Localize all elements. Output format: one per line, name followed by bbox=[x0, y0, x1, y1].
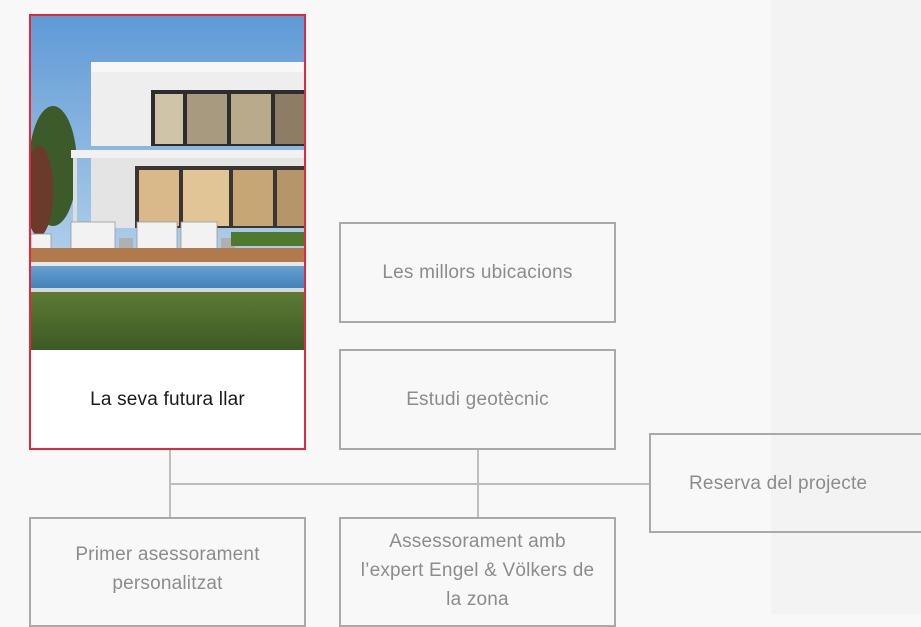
step-first-advice[interactable]: Primer asessorament personalitzat bbox=[29, 517, 306, 627]
step-label: Estudi geotècnic bbox=[406, 389, 549, 410]
step-label: La seva futura llar bbox=[90, 388, 245, 410]
connector-lines bbox=[169, 449, 650, 518]
step-label: Les millors ubicacions bbox=[382, 262, 573, 283]
step-label: Assessorament amb l’expert Engel & Völke… bbox=[360, 531, 595, 610]
villa-photo bbox=[31, 16, 304, 350]
step-expert-advice[interactable]: Assessorament amb l’expert Engel & Völke… bbox=[339, 517, 616, 627]
step-best-locations[interactable]: Les millors ubicacions bbox=[339, 222, 616, 323]
step-label: Reserva del projecte bbox=[689, 472, 868, 494]
step-card-future-home[interactable]: La seva futura llar bbox=[29, 14, 306, 450]
step-project-reservation[interactable]: Reserva del projecte bbox=[649, 433, 921, 533]
step-label: Primer asessorament personalitzat bbox=[75, 544, 260, 594]
right-panel bbox=[771, 0, 921, 614]
step-geotechnical-study[interactable]: Estudi geotècnic bbox=[339, 349, 616, 450]
